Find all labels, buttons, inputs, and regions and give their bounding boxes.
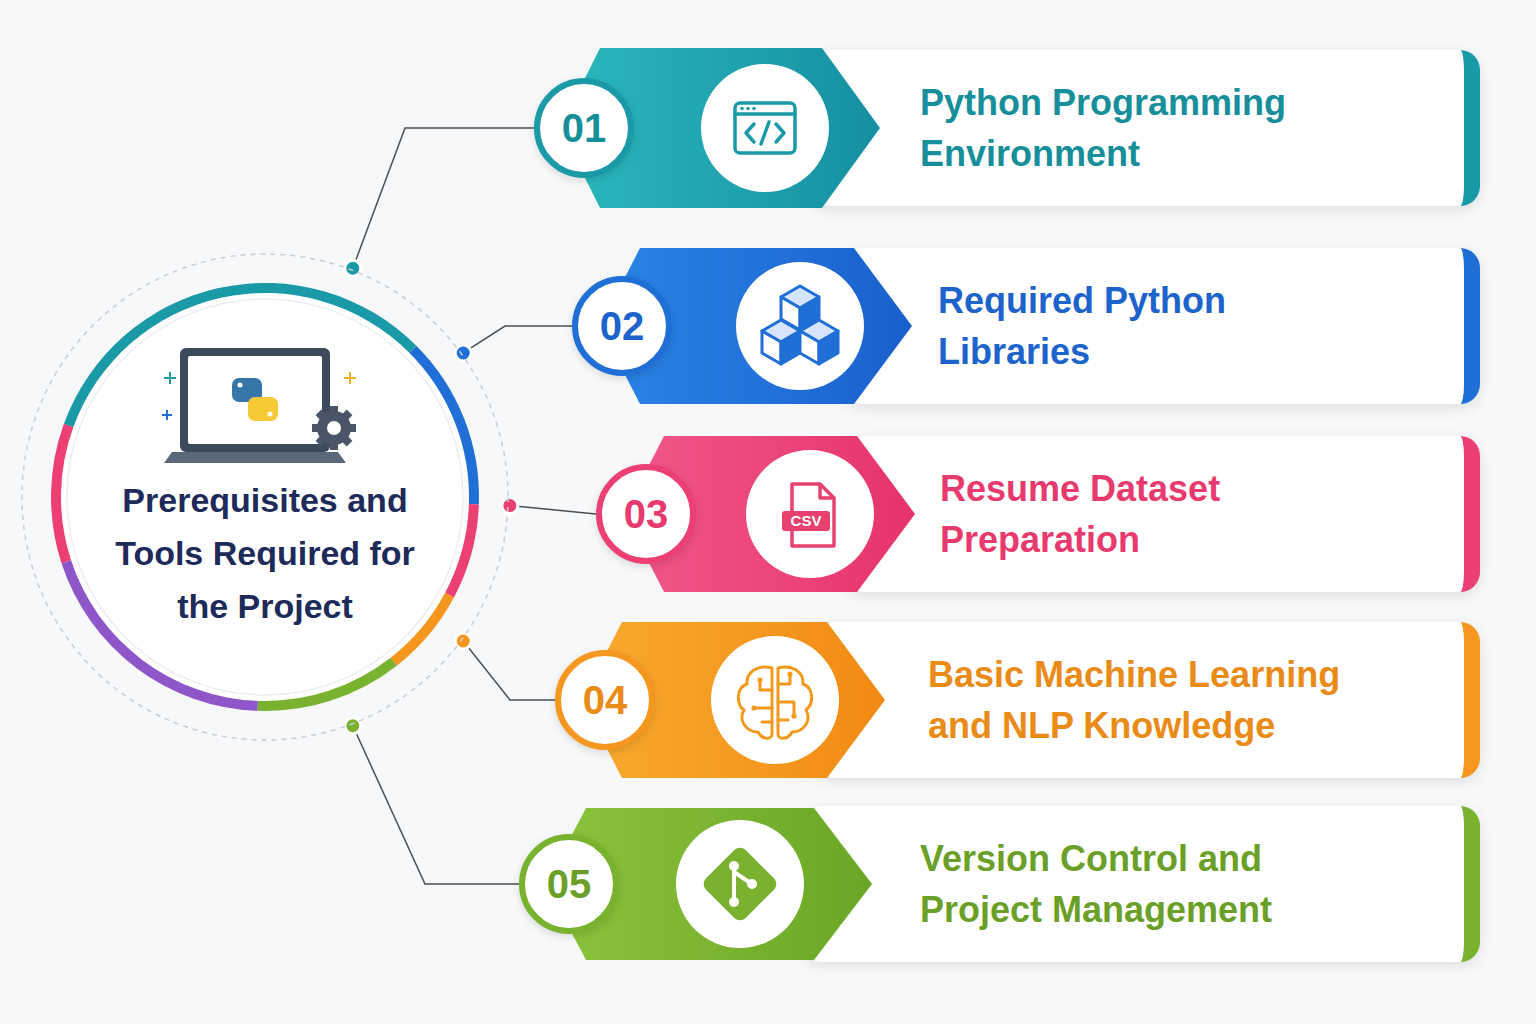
cube-symbol (762, 320, 800, 364)
circuit-trace (778, 676, 794, 720)
step-number: 01 (562, 108, 607, 148)
brain-icon (738, 667, 811, 738)
step-card: Resume Dataset Preparation (845, 436, 1480, 592)
connector-dot (455, 345, 471, 361)
circuit-node (751, 705, 756, 710)
step-title: Basic Machine Learning and NLP Knowledge (928, 649, 1360, 751)
file-fold (820, 484, 834, 498)
connector-dot (345, 718, 361, 734)
circuit-node (791, 713, 796, 718)
circuit-node (757, 677, 762, 682)
step-number-circle: 01 (534, 78, 634, 178)
hub-group (22, 254, 508, 740)
step-title: Python Programming Environment (920, 77, 1352, 179)
hub-inner-ring (67, 299, 463, 695)
git-diamond (700, 844, 779, 923)
code-bracket (746, 124, 754, 142)
connector-dot (345, 260, 361, 276)
file-band (782, 511, 830, 531)
cube-symbol (781, 286, 819, 330)
step-title: Version Control and Project Management (920, 833, 1352, 935)
ring-segment (51, 424, 73, 563)
hub-circle: Prerequisites and Tools Required for the… (20, 252, 510, 742)
git-commit (729, 897, 739, 907)
step-title: Required Python Libraries (938, 275, 1370, 377)
ring-segment (409, 346, 479, 505)
connector-dot (502, 498, 518, 514)
step-card: Python Programming Environment (810, 50, 1480, 206)
brain-lobe (778, 667, 812, 738)
icon-disc (676, 820, 804, 948)
connector-line (353, 128, 534, 268)
step-card: Required Python Libraries (842, 248, 1480, 404)
file-type-label: CSV (782, 511, 830, 531)
brain-lobe (738, 667, 772, 738)
step-number: 02 (600, 306, 645, 346)
dashed-orbit (22, 254, 508, 740)
git-branch (734, 866, 752, 902)
ring-segment (258, 658, 397, 711)
ring-segment (391, 593, 454, 666)
connector-line (353, 726, 519, 884)
step-card: Version Control and Project Management (802, 806, 1480, 962)
window-dot (740, 107, 744, 111)
code-window-icon (735, 103, 795, 153)
code-slash (761, 122, 769, 144)
hub-title: Prerequisites and Tools Required for the… (105, 474, 425, 633)
window-dot (746, 107, 750, 111)
ring-segment (61, 560, 257, 711)
step-number-circle: 04 (555, 650, 655, 750)
step-card: Basic Machine Learning and NLP Knowledge (815, 622, 1480, 778)
git-commit (729, 861, 739, 871)
connector-dot (455, 633, 471, 649)
window-frame (735, 103, 795, 153)
circuit-node (787, 671, 792, 676)
git-commit (747, 879, 757, 889)
step-number-circle: 02 (572, 276, 672, 376)
circuit-trace (756, 682, 772, 722)
step-number: 05 (547, 864, 592, 904)
ring-segment (445, 504, 479, 597)
step-title: Resume Dataset Preparation (940, 463, 1372, 565)
step-number: 04 (583, 680, 628, 720)
connector-line (510, 506, 596, 514)
connector-line (463, 326, 572, 353)
cube-symbol (800, 320, 838, 364)
step-number: 03 (624, 494, 669, 534)
step-number-circle: 03 (596, 464, 696, 564)
window-dot (752, 107, 756, 111)
ring-segment (64, 283, 416, 427)
connector-line (463, 641, 555, 700)
step-number-circle: 05 (519, 834, 619, 934)
window-bar (735, 112, 795, 116)
code-bracket (776, 124, 784, 142)
